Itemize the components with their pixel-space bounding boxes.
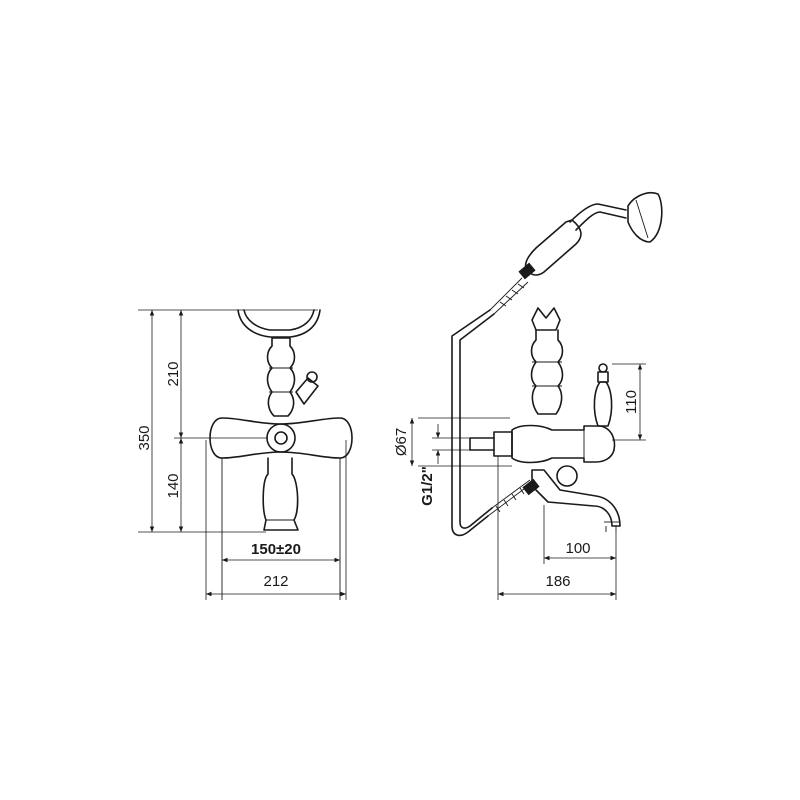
- column-riser: [266, 337, 296, 417]
- front-view: 350 210 140 150±20 212: [136, 309, 353, 600]
- hose-texture-upper: [499, 283, 525, 307]
- handset-handle: [524, 219, 582, 276]
- side-mixer-body: [511, 424, 616, 464]
- dim-label-inlet-spacing: 150±20: [251, 541, 301, 558]
- dim-label-total-height: 350: [136, 425, 153, 450]
- inlet-pipe: [469, 437, 495, 451]
- dim-label-handle-height: 110: [623, 390, 640, 414]
- spout: [262, 457, 299, 531]
- dim-label-lower-height: 140: [165, 473, 182, 498]
- shower-hose-lower: [487, 479, 531, 517]
- side-lever-handle: [593, 381, 613, 427]
- diverter-knob-center: [274, 431, 288, 445]
- side-cradle: [531, 307, 561, 331]
- side-column: [530, 329, 564, 415]
- diverter-knob-outer: [266, 423, 296, 453]
- dim-label-overall-depth: 186: [545, 573, 570, 590]
- dim-label-body-diameter: Ø67: [393, 428, 410, 456]
- side-lever-knob: [598, 363, 608, 373]
- lever-handle: [295, 377, 319, 405]
- handset-cradle: [237, 309, 321, 338]
- side-view: Ø67 G1/2" 110 100 186: [393, 191, 663, 600]
- side-diverter-knob: [556, 465, 578, 487]
- side-lever-cap: [597, 371, 609, 383]
- hose-ferrule-lower: [522, 478, 540, 496]
- shower-hose-loop: [451, 309, 495, 537]
- wall-connector: [493, 431, 513, 457]
- dim-label-spout-projection: 100: [565, 540, 590, 557]
- lever-knob: [306, 371, 318, 383]
- shower-head: [627, 191, 663, 243]
- dim-label-inlet-thread: G1/2": [419, 466, 436, 506]
- handset-ferrule: [518, 262, 536, 280]
- dim-label-upper-height: 210: [165, 361, 182, 386]
- shower-hose-upper: [489, 277, 529, 315]
- dim-label-overall-width: 212: [263, 573, 288, 590]
